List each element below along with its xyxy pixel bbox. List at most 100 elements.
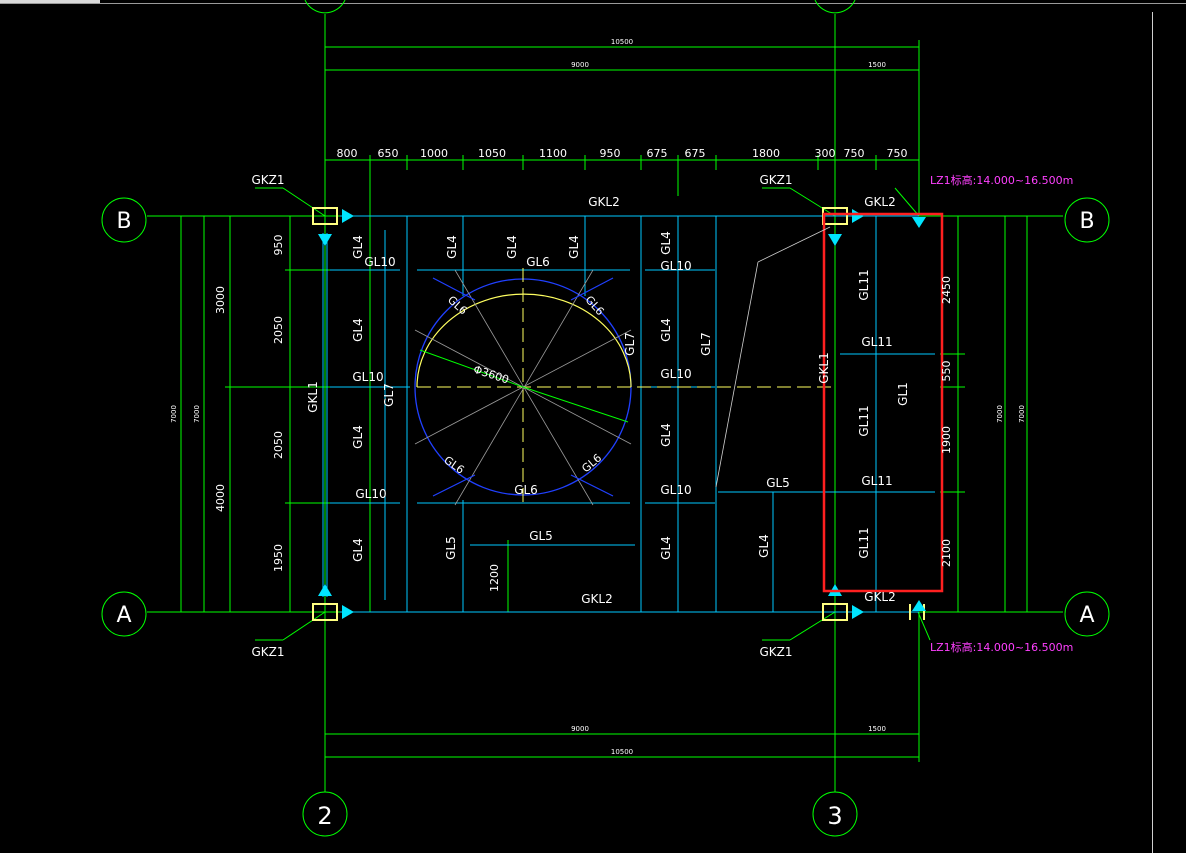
text-layer: B B A A 2 3 10500 9000 1500 800 650 1000… bbox=[116, 38, 1094, 830]
svg-text:GL11: GL11 bbox=[857, 527, 871, 558]
svg-text:2100: 2100 bbox=[940, 539, 953, 567]
axis-bubble-3-top bbox=[814, 0, 856, 14]
label-gkl2-top: GKL2 bbox=[588, 195, 620, 209]
svg-text:550: 550 bbox=[940, 361, 953, 382]
svg-text:3000: 3000 bbox=[214, 286, 227, 314]
svg-text:GL4: GL4 bbox=[659, 423, 673, 447]
dim-bot-9000: 9000 bbox=[571, 725, 589, 733]
dim-top-spans: 800 650 1000 1050 1100 950 675 675 1800 … bbox=[337, 147, 908, 160]
grid-lines bbox=[101, 0, 1110, 837]
svg-text:GL11: GL11 bbox=[857, 405, 871, 436]
label-gkz1-tl: GKZ1 bbox=[251, 173, 284, 187]
window-top-border bbox=[0, 3, 1186, 4]
svg-text:GL4: GL4 bbox=[351, 235, 365, 259]
svg-text:675: 675 bbox=[647, 147, 668, 160]
svg-text:GL4: GL4 bbox=[659, 536, 673, 560]
svg-text:GL4: GL4 bbox=[659, 318, 673, 342]
label-gkz1-br: GKZ1 bbox=[759, 645, 792, 659]
note-lz1-bottom: LZ1标高:14.000~16.500m bbox=[930, 640, 1073, 654]
svg-text:1200: 1200 bbox=[488, 564, 501, 592]
label-gkl2-bottom-right: GKL2 bbox=[864, 590, 896, 604]
dim-top-9000: 9000 bbox=[571, 61, 589, 69]
svg-text:950: 950 bbox=[600, 147, 621, 160]
svg-text:GL4: GL4 bbox=[351, 425, 365, 449]
svg-text:2050: 2050 bbox=[272, 431, 285, 459]
svg-text:GL10: GL10 bbox=[660, 483, 691, 497]
svg-text:GL5: GL5 bbox=[444, 536, 458, 560]
svg-text:GL10: GL10 bbox=[364, 255, 395, 269]
svg-text:1000: 1000 bbox=[420, 147, 448, 160]
svg-text:GL10: GL10 bbox=[355, 487, 386, 501]
axis-bubble-2-top bbox=[304, 0, 346, 14]
svg-text:950: 950 bbox=[272, 235, 285, 256]
svg-text:GL6: GL6 bbox=[579, 451, 604, 475]
svg-text:GL6: GL6 bbox=[526, 255, 550, 269]
svg-text:GL4: GL4 bbox=[505, 235, 519, 259]
label-gkl2-bottom: GKL2 bbox=[581, 592, 613, 606]
svg-text:GL10: GL10 bbox=[660, 259, 691, 273]
axis-bubble-b-left bbox=[101, 197, 147, 243]
svg-text:7000: 7000 bbox=[996, 405, 1004, 423]
circle-ring-beam bbox=[414, 268, 835, 506]
svg-text:GL11: GL11 bbox=[861, 335, 892, 349]
svg-text:GL7: GL7 bbox=[382, 383, 396, 407]
axis-label-2: 2 bbox=[317, 802, 332, 830]
svg-text:2050: 2050 bbox=[272, 316, 285, 344]
svg-text:GL6: GL6 bbox=[514, 483, 538, 497]
svg-text:650: 650 bbox=[378, 147, 399, 160]
side-panel bbox=[1152, 12, 1186, 853]
svg-text:750: 750 bbox=[844, 147, 865, 160]
dim-bot-1500: 1500 bbox=[868, 725, 886, 733]
axis-label-a-left: A bbox=[116, 603, 131, 628]
svg-text:2450: 2450 bbox=[940, 276, 953, 304]
svg-text:GL4: GL4 bbox=[351, 538, 365, 562]
svg-text:1800: 1800 bbox=[752, 147, 780, 160]
svg-text:7000: 7000 bbox=[193, 405, 201, 423]
svg-text:1900: 1900 bbox=[940, 426, 953, 454]
axis-bubble-b-right bbox=[1064, 197, 1110, 243]
side-panel-top bbox=[1152, 4, 1186, 12]
svg-text:GKL1: GKL1 bbox=[817, 352, 831, 384]
svg-text:GL7: GL7 bbox=[699, 332, 713, 356]
dim-top-1500: 1500 bbox=[868, 61, 886, 69]
selection-highlight-box[interactable] bbox=[822, 212, 944, 593]
circle-diameter-label: Φ3600 bbox=[472, 363, 511, 387]
svg-text:GL4: GL4 bbox=[757, 534, 771, 558]
svg-text:GL1: GL1 bbox=[896, 382, 910, 406]
svg-text:GKL1: GKL1 bbox=[306, 381, 320, 413]
svg-text:750: 750 bbox=[887, 147, 908, 160]
dim-bot-total: 10500 bbox=[611, 748, 633, 756]
svg-text:4000: 4000 bbox=[214, 484, 227, 512]
svg-text:GL4: GL4 bbox=[445, 235, 459, 259]
svg-text:1950: 1950 bbox=[272, 544, 285, 572]
label-gkl2-top-right: GKL2 bbox=[864, 195, 896, 209]
svg-text:GL4: GL4 bbox=[351, 318, 365, 342]
dim-top-total: 10500 bbox=[611, 38, 633, 46]
beam-lines bbox=[322, 215, 935, 613]
note-lz1-top: LZ1标高:14.000~16.500m bbox=[930, 173, 1073, 187]
svg-text:GL4: GL4 bbox=[567, 235, 581, 259]
svg-text:1100: 1100 bbox=[539, 147, 567, 160]
svg-text:GL11: GL11 bbox=[861, 474, 892, 488]
label-gkz1-tr: GKZ1 bbox=[759, 173, 792, 187]
axis-bubble-2-bottom bbox=[302, 791, 348, 837]
axis-label-a-right: A bbox=[1079, 603, 1094, 628]
axis-label-3: 3 bbox=[827, 802, 842, 830]
axis-bubble-a-right bbox=[1064, 591, 1110, 637]
svg-text:GL10: GL10 bbox=[660, 367, 691, 381]
svg-text:1050: 1050 bbox=[478, 147, 506, 160]
svg-text:GL10: GL10 bbox=[352, 370, 383, 384]
axis-bubble-a-left bbox=[101, 591, 147, 637]
svg-text:GL6: GL6 bbox=[441, 454, 466, 477]
axis-label-b-right: B bbox=[1079, 209, 1094, 234]
svg-text:GL7: GL7 bbox=[623, 332, 637, 356]
svg-text:675: 675 bbox=[685, 147, 706, 160]
svg-text:7000: 7000 bbox=[1018, 405, 1026, 423]
svg-text:GL4: GL4 bbox=[659, 231, 673, 255]
svg-text:300: 300 bbox=[815, 147, 836, 160]
axis-label-b-left: B bbox=[116, 209, 131, 234]
label-gkz1-bl: GKZ1 bbox=[251, 645, 284, 659]
svg-text:GL11: GL11 bbox=[857, 269, 871, 300]
column-symbols bbox=[312, 207, 926, 621]
